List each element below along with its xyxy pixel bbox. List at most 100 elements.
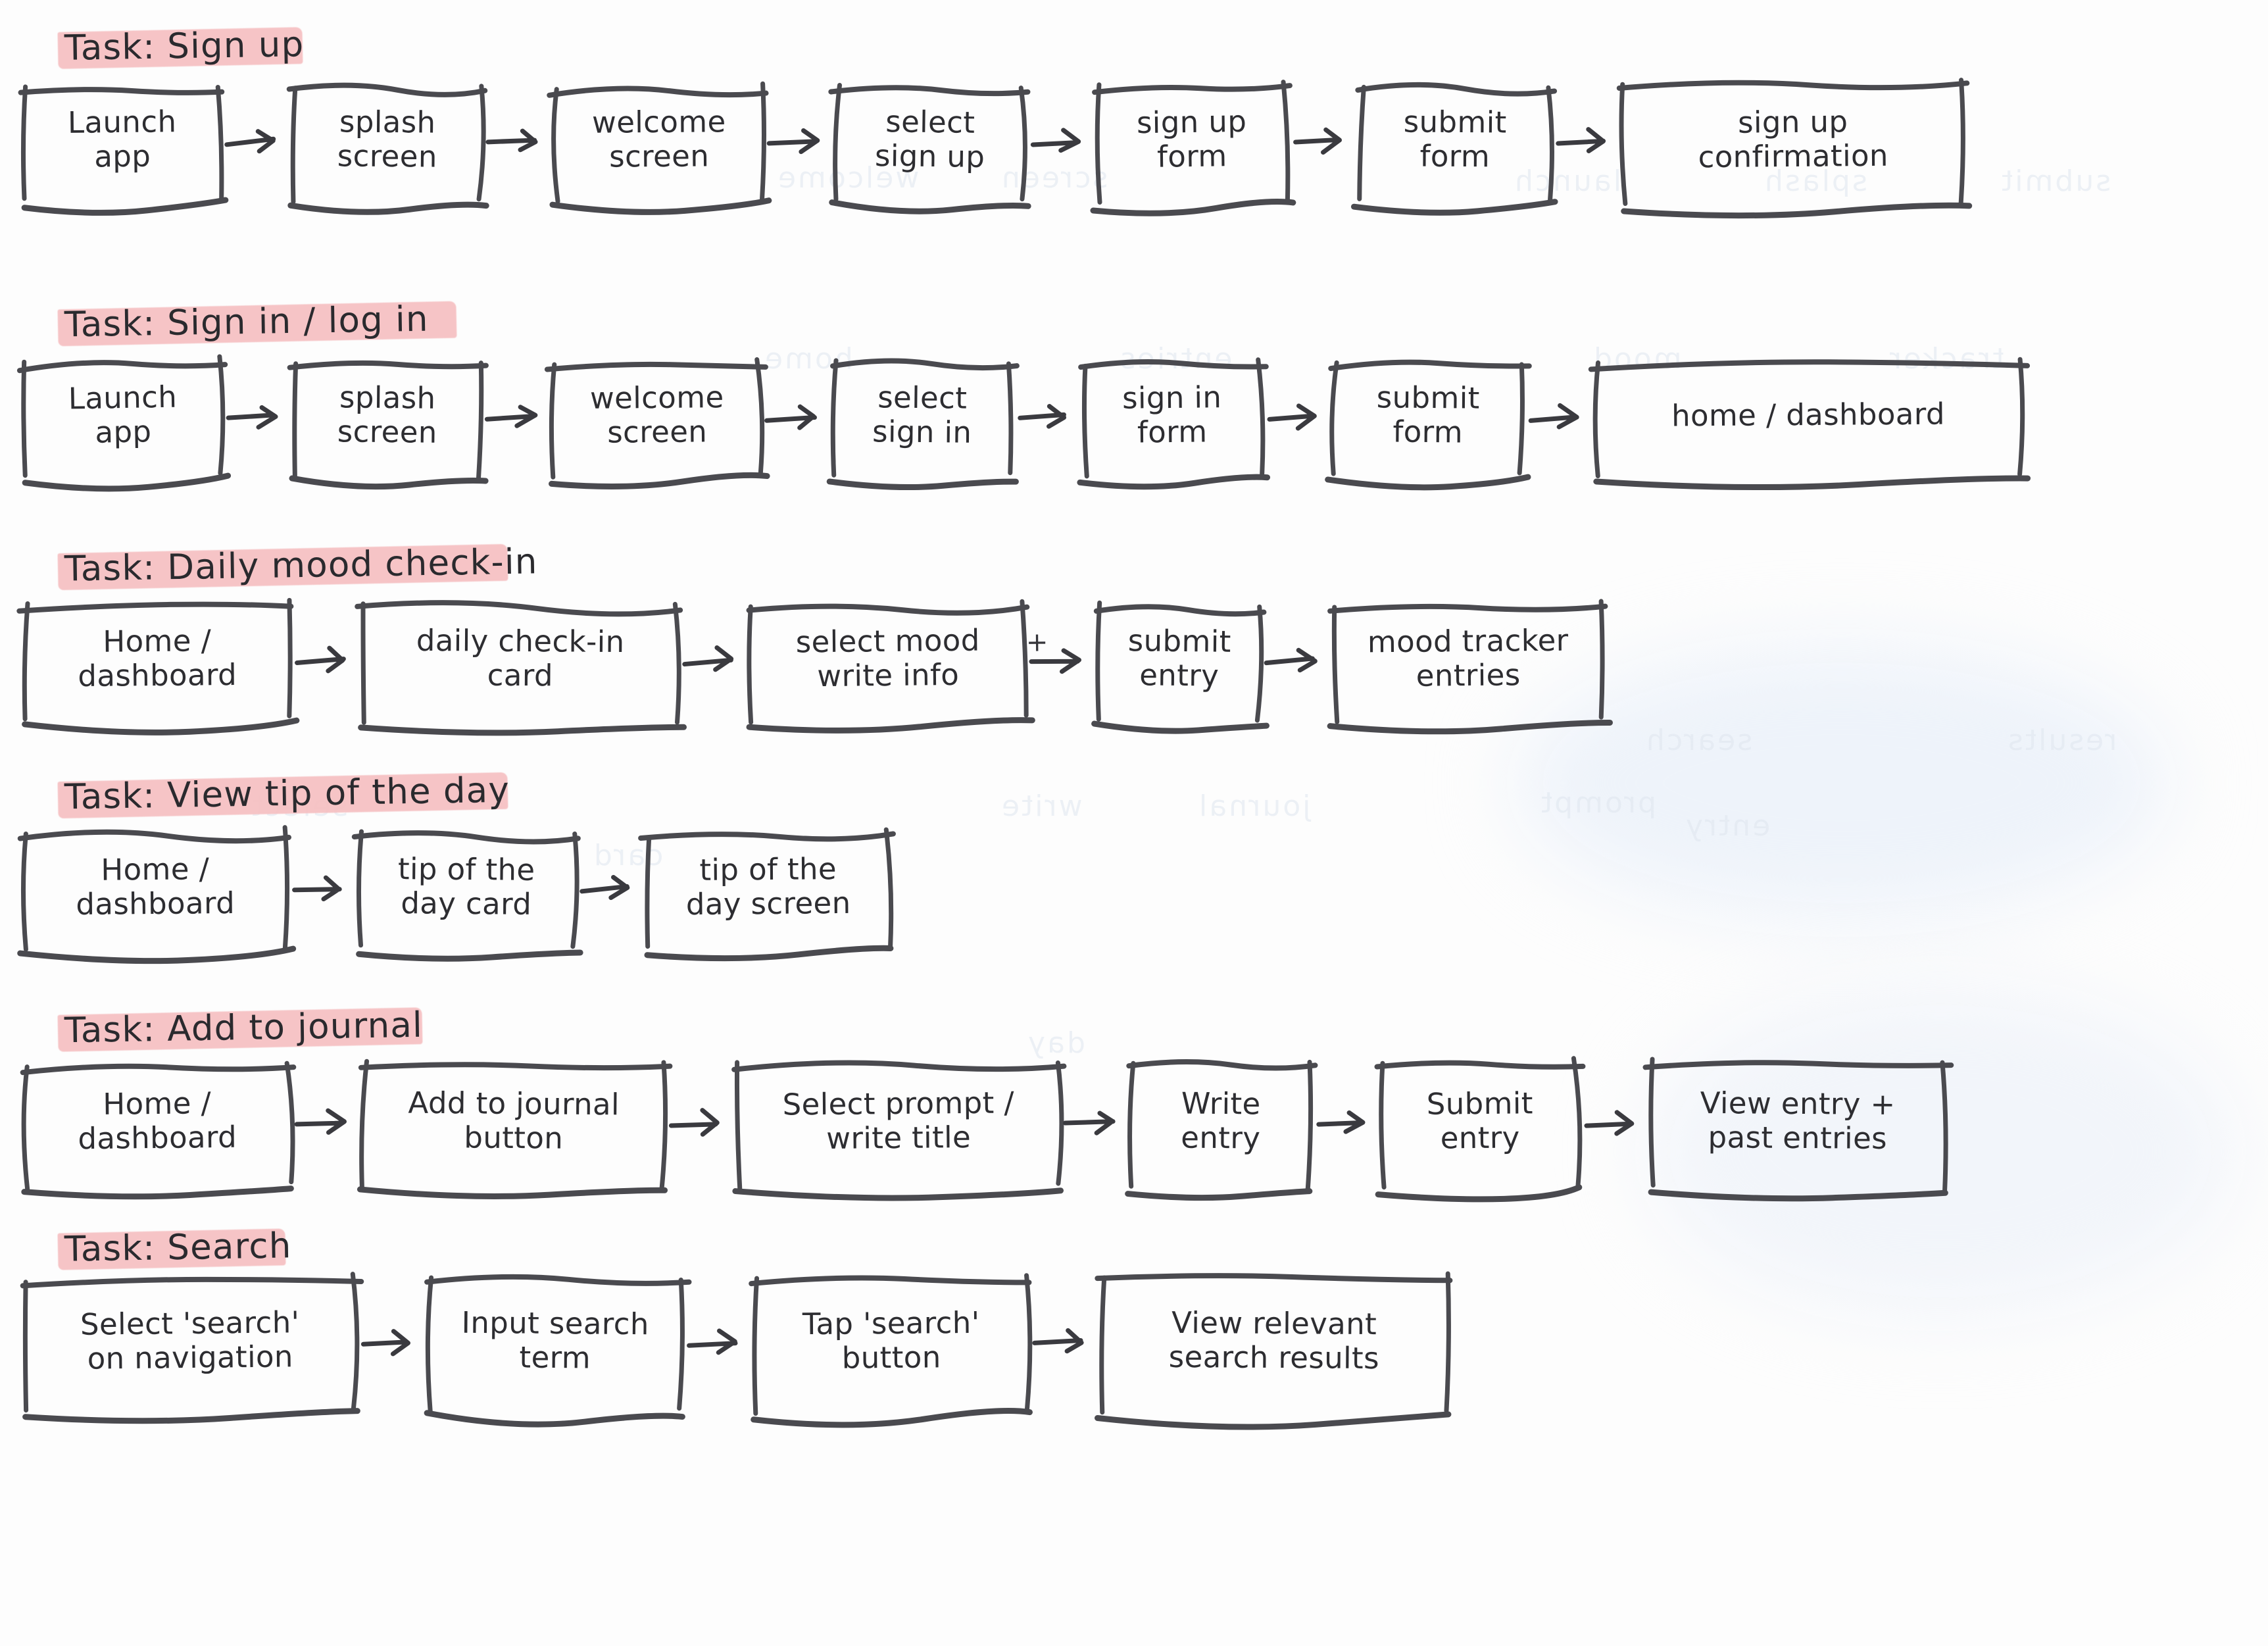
flow-step-box[interactable]: Select prompt / write title <box>731 1059 1067 1201</box>
flow-step-box[interactable]: View entry + past entries <box>1642 1057 1954 1201</box>
arrow-right-icon <box>1025 114 1096 167</box>
flow-step-box[interactable]: Submit entry <box>1374 1055 1586 1202</box>
flow-step-label: select mood write info <box>795 622 980 693</box>
flow-step-label: Write entry <box>1181 1085 1261 1156</box>
flow-step-box[interactable]: sign up form <box>1090 79 1296 216</box>
flow-step-label: select sign in <box>872 379 972 450</box>
flow-step-label: View relevant search results <box>1168 1305 1380 1376</box>
flow-step-box[interactable]: submit entry <box>1091 600 1270 734</box>
flow-step-box[interactable]: Tap 'search' button <box>749 1272 1033 1428</box>
task-title: Task: Sign in / log in <box>64 299 430 345</box>
flow-row: Home / dashboard daily check-in card selec… <box>16 591 2268 736</box>
flow-step-box[interactable]: View relevant search results <box>1095 1271 1453 1430</box>
flow-step-box[interactable]: select sign in <box>826 358 1020 490</box>
task-title-group: Task: Sign up <box>57 24 313 72</box>
arrow-right-icon <box>1012 390 1083 443</box>
flow-step-box[interactable]: Add to journal button <box>357 1059 673 1199</box>
arrow-right-icon <box>764 114 835 167</box>
arrow-right-icon <box>1551 114 1622 167</box>
flow-step-label: submit form <box>1403 103 1507 174</box>
flow-step-box[interactable]: sign in form <box>1077 357 1271 489</box>
arrow-right-icon <box>483 114 554 167</box>
arrow-right-icon <box>1579 1096 1650 1149</box>
arrow-right-icon <box>1060 1096 1131 1149</box>
arrow-right-icon <box>357 1316 428 1368</box>
flow-step-label: View entry + past entries <box>1700 1085 1896 1156</box>
flow-step-box[interactable]: splash screen <box>287 360 489 489</box>
flow-step-label: splash screen <box>337 103 438 174</box>
flow-step-label: submit entry <box>1127 622 1232 693</box>
task-title-group: Task: Daily mood check-in <box>57 541 547 591</box>
arrow-right-icon <box>683 1316 754 1368</box>
flow-step-label: sign up confirmation <box>1698 103 1889 174</box>
flow-step-box[interactable]: submit form <box>1350 82 1558 216</box>
arrow-right-icon <box>221 114 292 167</box>
arrow-right-icon <box>666 1096 737 1149</box>
flow-step-box[interactable]: Launch app <box>16 354 232 491</box>
flow-step-box[interactable]: select mood write info+ <box>746 599 1048 734</box>
flow-step-box[interactable]: Launch app <box>18 84 229 216</box>
flow-step-box[interactable]: daily check-in card <box>355 599 687 736</box>
flow-step-label: Submit entry <box>1426 1085 1533 1156</box>
flow-step-box[interactable]: select sign up <box>828 82 1031 214</box>
flow-step-label: Home / dashboard <box>76 851 235 922</box>
task-section: Task: Sign up Launch app splash screen welc… <box>0 24 2268 218</box>
flow-step-label: tip of the day card <box>397 851 535 922</box>
flow-step-label: Launch app <box>68 378 178 450</box>
flow-step-label: Input search term <box>461 1305 650 1376</box>
flow-row: Home / dashboard Add to journal button Sel… <box>20 1053 2268 1202</box>
flow-step-box[interactable]: Home / dashboard <box>20 1060 297 1199</box>
flow-step-box[interactable]: welcome screen <box>544 357 770 489</box>
flow-step-label: Select 'search' on navigation <box>80 1304 300 1376</box>
task-title-group: Task: Search <box>57 1225 301 1273</box>
flow-step-box[interactable]: Home / dashboard <box>17 824 297 964</box>
flow-step-box[interactable]: tip of the day card <box>351 829 583 962</box>
arrow-right-icon <box>222 390 293 443</box>
flow-step-label: Select prompt / write title <box>782 1084 1015 1156</box>
flow-step-label: welcome screen <box>589 379 724 450</box>
task-title-group: Task: Add to journal <box>57 1005 432 1053</box>
flow-step-box[interactable]: tip of the day screen <box>638 827 896 961</box>
flow-step-label: select sign up <box>874 103 985 174</box>
flow-step-label: mood tracker entries <box>1367 622 1569 693</box>
flow-row: Launch app splash screen welcome screen sel… <box>16 347 2268 491</box>
flow-step-label: submit form <box>1376 379 1480 449</box>
arrow-right-icon <box>1262 390 1333 443</box>
flow-step-label: sign in form <box>1122 379 1222 450</box>
task-title: Task: Daily mood check-in <box>64 541 539 589</box>
task-title-group: Task: View tip of the day <box>57 770 519 819</box>
flow-row: Select 'search' on navigation Input searc… <box>20 1271 2268 1430</box>
arrow-right-icon <box>679 634 750 686</box>
task-section: Task: Sign in / log in Launch app splash s… <box>0 299 2268 491</box>
flow-step-box[interactable]: splash screen <box>286 82 489 215</box>
flow-step-box[interactable]: Select 'search' on navigation <box>20 1271 364 1424</box>
flow-step-box[interactable]: submit form <box>1325 359 1532 490</box>
arrow-right-icon <box>762 390 833 443</box>
flow-step-label: welcome screen <box>591 103 726 174</box>
flow-step-box[interactable]: mood tracker entries <box>1327 598 1614 734</box>
flow-step-box[interactable]: Input search term <box>424 1274 692 1428</box>
task-title: Task: Sign up <box>64 24 305 68</box>
flow-step-label: Add to journal button <box>408 1084 620 1156</box>
flow-step-label: Home / dashboard <box>78 1085 237 1156</box>
flow-step-box[interactable]: Home / dashboard <box>16 597 300 736</box>
flow-step-box[interactable]: sign up confirmation <box>1616 77 1973 218</box>
flow-step-label: sign up form <box>1136 103 1247 174</box>
flow-step-box[interactable]: Write entry <box>1125 1059 1318 1201</box>
flow-step-label: home / dashboard <box>1671 395 1946 433</box>
arrow-right-icon <box>291 634 362 686</box>
task-title-group: Task: Sign in / log in <box>57 299 457 347</box>
flow-step-label: Tap 'search' button <box>802 1305 980 1376</box>
flow-step-box[interactable]: home / dashboard <box>1588 357 2031 490</box>
flow-step-box[interactable]: welcome screen <box>547 81 772 215</box>
arrow-right-icon <box>1029 1316 1100 1368</box>
arrow-right-icon <box>575 862 646 914</box>
flow-step-label: splash screen <box>337 379 438 450</box>
arrow-right-icon <box>287 862 358 914</box>
arrow-right-icon <box>1310 1096 1381 1149</box>
arrow-right-icon <box>1523 390 1594 443</box>
